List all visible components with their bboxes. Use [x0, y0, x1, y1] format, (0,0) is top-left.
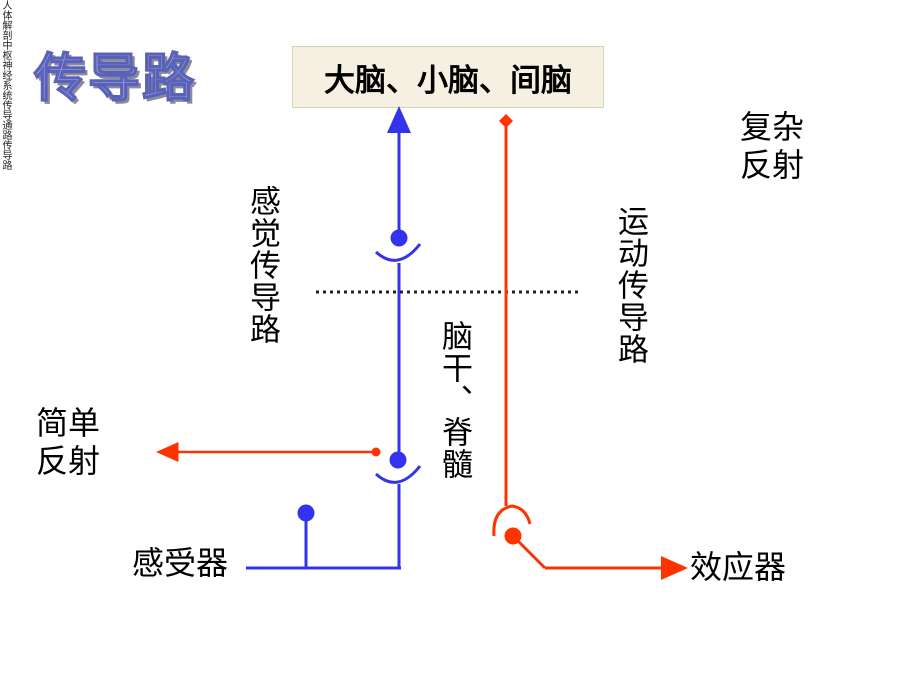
sensory-pathway — [246, 106, 422, 570]
complex-reflex-label: 复杂 反射 — [740, 108, 804, 184]
brain-box-label: 大脑、小脑、间脑 — [324, 62, 572, 99]
brainstem-spinal-label: 脑干、脊髓 — [436, 320, 472, 480]
motor-pathway-label: 运动传导路 — [612, 205, 648, 365]
simple-reflex-line2: 反射 — [36, 442, 101, 480]
sensory-pathway-label: 感觉传导路 — [244, 185, 280, 345]
effector-label: 效应器 — [690, 548, 787, 586]
complex-reflex-line2: 反射 — [740, 146, 805, 184]
simple-reflex-arrow — [156, 442, 381, 462]
complex-reflex-line1: 复杂 — [740, 108, 805, 146]
simple-reflex-line1: 简单 — [36, 404, 101, 442]
sensory-lower-neuron — [389, 451, 407, 469]
receptor-neuron — [297, 504, 315, 522]
receptor-label: 感受器 — [132, 544, 229, 582]
motor-axon-diagonal — [513, 536, 547, 570]
side-note-text: 人体解剖中枢神经系统传导通路传导路 — [0, 0, 11, 170]
motor-pathway — [492, 114, 688, 580]
sensory-upper-neuron — [390, 229, 408, 247]
simple-reflex-dot — [371, 447, 381, 457]
motor-synapse — [492, 504, 532, 537]
simple-reflex-label: 简单 反射 — [36, 404, 100, 480]
brain-box: 大脑、小脑、间脑 — [292, 46, 604, 108]
sensory-lower-synapse — [374, 465, 422, 484]
motor-origin-diamond — [499, 114, 513, 128]
sensory-upper-synapse — [374, 243, 422, 262]
page-title: 传导路 — [33, 48, 197, 110]
